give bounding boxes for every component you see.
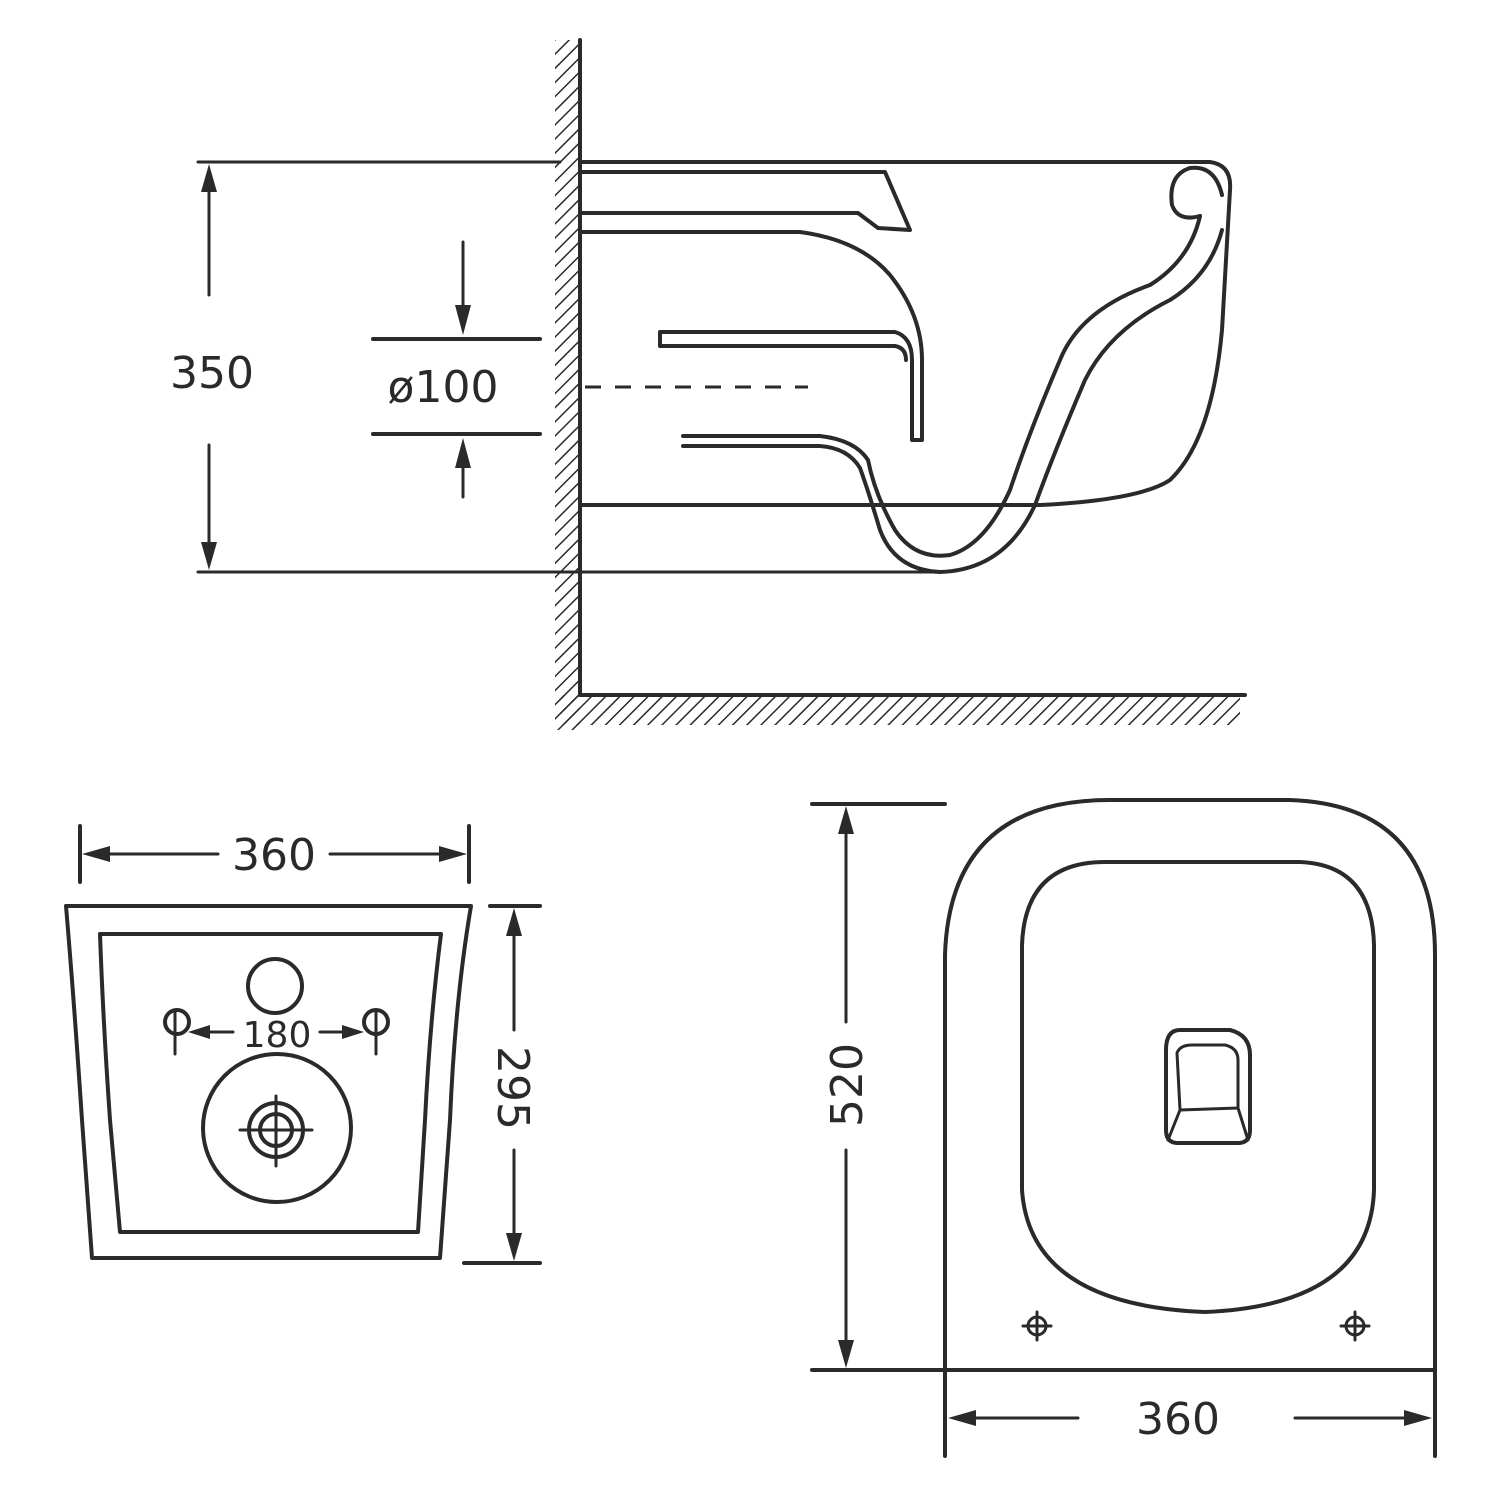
dim-295-label: 295 [487,1046,538,1130]
dim-350-label: 350 [170,348,254,399]
bowl-interior [681,214,1202,558]
dim-180-arrow-right [342,1025,364,1039]
side-view: 350 ø100 [170,38,1247,730]
dim-295-arrow-up [506,908,522,936]
back-inner [98,932,443,1234]
top-view: 520 360 [810,798,1437,1458]
bowl-interior-inner [681,228,1224,574]
back-outer [64,904,473,1260]
flush-channel [578,170,912,232]
bolt-left-icon [163,1008,191,1036]
fixing-point-right-icon [1339,1310,1371,1342]
seat-outline [943,798,1437,1372]
dim-100-arrow-bottom [455,438,471,468]
dim-360b-arrow-right [1404,1410,1432,1426]
dim-100-label: ø100 [388,362,499,413]
dim-180-label: 180 [243,1015,312,1056]
flush-channel-lower [578,230,924,442]
dim-360b-label: 360 [1136,1394,1220,1445]
dim-360b-arrow-left [948,1410,976,1426]
bowl-opening [1020,860,1376,1314]
back-view: 180 360 295 [64,824,542,1265]
dim-360-arrow-left [82,846,110,862]
bowl-outline [578,160,1233,507]
bowl-outlet [1164,1028,1252,1145]
dim-360-arrow-right [439,846,467,862]
bowl-rim-curl [1169,165,1224,220]
dim-180-arrow-left [188,1025,210,1039]
outlet-top [658,330,914,362]
floor-hatch [560,695,1240,725]
dim-350-arrow-up [201,164,217,192]
dim-520-label: 520 [822,1043,873,1127]
dim-520-arrow-down [838,1340,854,1368]
outlet-circle [201,1052,353,1204]
dim-295-arrow-down [506,1233,522,1261]
fixing-point-left-icon [1021,1310,1053,1342]
dim-100-arrow-top [455,305,471,335]
wall-hatch [555,40,580,730]
dim-350-arrow-down [201,542,217,570]
dim-520-arrow-up [838,806,854,834]
inlet-hole [246,957,304,1015]
bowl-outlet-facets [1166,1043,1250,1142]
dim-360-label: 360 [232,830,316,881]
